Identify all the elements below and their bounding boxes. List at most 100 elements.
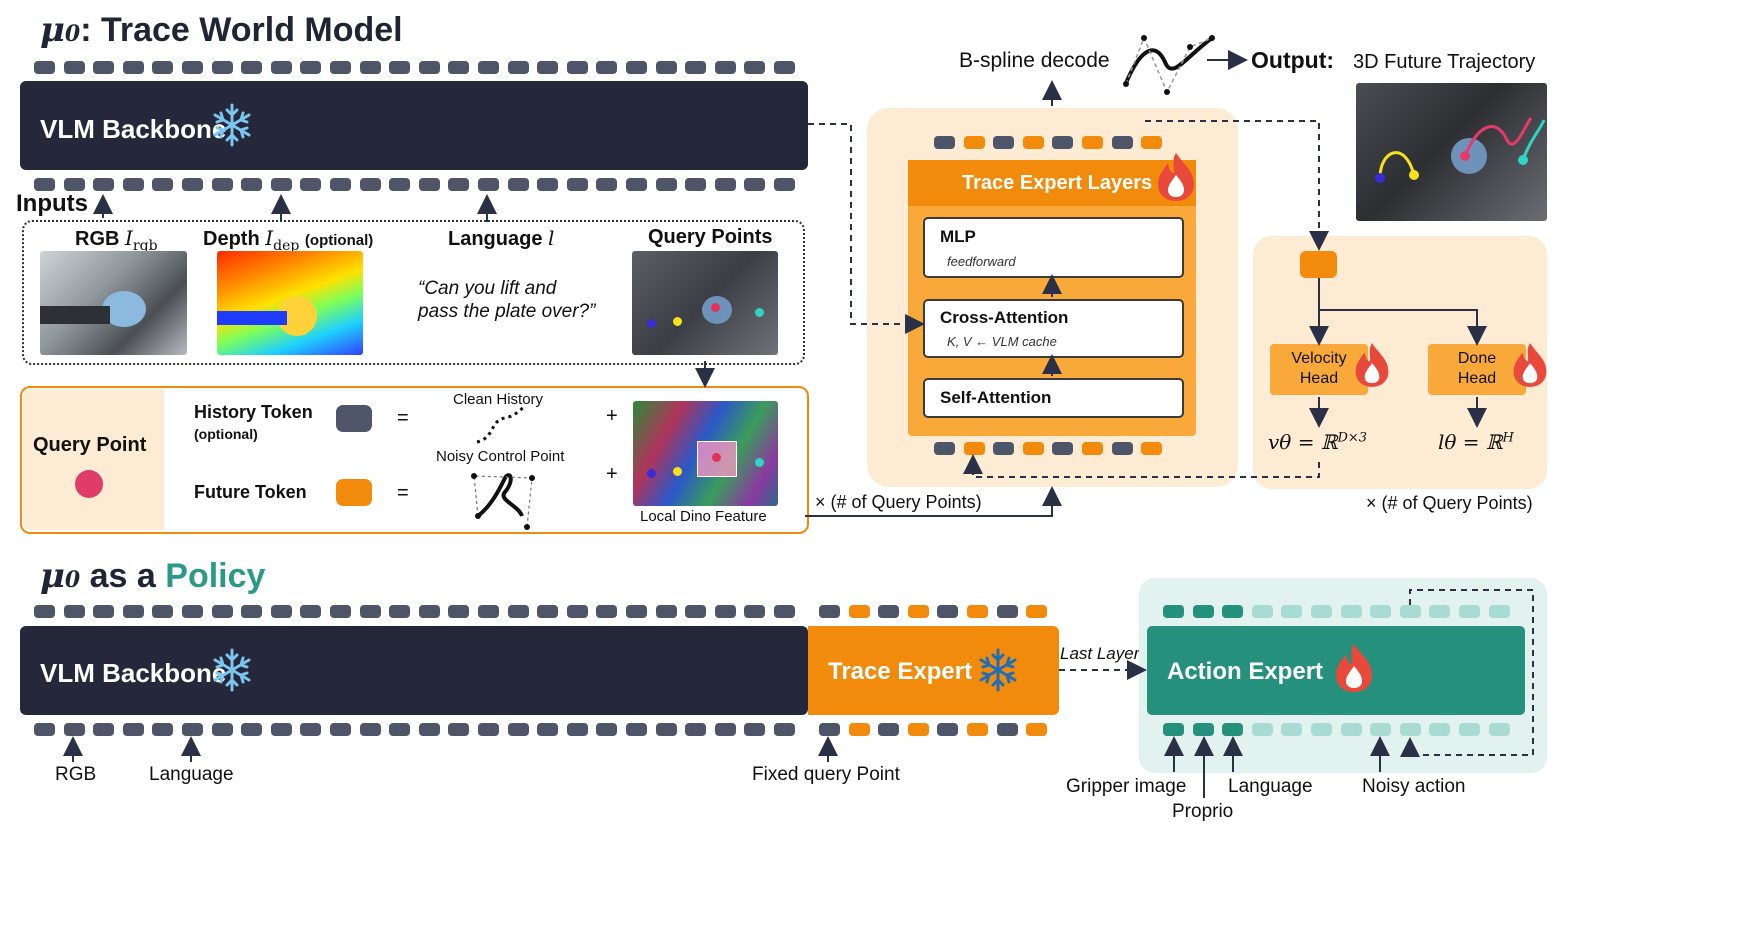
trace-expert-layers-title: Trace Expert Layers bbox=[962, 172, 1153, 194]
token bbox=[1281, 605, 1303, 618]
token bbox=[211, 178, 233, 191]
token bbox=[182, 605, 203, 618]
token bbox=[1399, 723, 1421, 736]
token bbox=[418, 723, 440, 736]
cross-attention-label: Cross-Attention bbox=[940, 308, 1069, 327]
token bbox=[270, 178, 292, 191]
token bbox=[359, 605, 381, 618]
token bbox=[448, 178, 470, 191]
query-points-image bbox=[632, 251, 778, 355]
token bbox=[819, 605, 840, 618]
token bbox=[596, 605, 618, 618]
token bbox=[448, 61, 470, 74]
token bbox=[122, 723, 144, 736]
bspline-curve-icon bbox=[1123, 35, 1215, 95]
done-formula: lθ = ℝH bbox=[1438, 430, 1514, 454]
future-token-label: Future Token bbox=[194, 482, 307, 502]
token bbox=[63, 178, 85, 191]
token bbox=[774, 178, 795, 191]
token bbox=[848, 723, 870, 736]
velocity-formula: vθ = ℝD×3 bbox=[1268, 430, 1368, 454]
token bbox=[507, 178, 529, 191]
fire-icon bbox=[1352, 341, 1392, 394]
token bbox=[655, 61, 677, 74]
history-token-optional: (optional) bbox=[194, 426, 258, 442]
query-point-legend bbox=[20, 386, 809, 534]
plus-sign-2: + bbox=[606, 463, 618, 485]
token bbox=[389, 723, 411, 736]
token bbox=[330, 178, 351, 191]
token bbox=[1026, 723, 1048, 736]
token bbox=[1163, 723, 1184, 736]
rgb-bottom-label: RGB bbox=[55, 764, 97, 785]
token bbox=[1022, 442, 1044, 455]
fire-icon bbox=[1332, 642, 1376, 699]
token bbox=[937, 723, 959, 736]
history-token-swatch bbox=[336, 405, 372, 432]
token bbox=[878, 605, 900, 618]
cross-attention-layer: Cross-Attention K, V ← VLM cache bbox=[923, 299, 1184, 358]
token bbox=[300, 61, 322, 74]
token bbox=[270, 605, 292, 618]
top-title: μ0: Trace World Model bbox=[40, 10, 403, 50]
token bbox=[478, 605, 499, 618]
token bbox=[596, 178, 618, 191]
token bbox=[300, 605, 322, 618]
token bbox=[774, 723, 795, 736]
dino-feature-image bbox=[633, 401, 778, 506]
token bbox=[241, 723, 263, 736]
noisy-control-label: Noisy Control Point bbox=[436, 448, 565, 465]
clean-history-label: Clean History bbox=[453, 391, 544, 408]
token bbox=[685, 178, 707, 191]
query-point-panel bbox=[23, 389, 164, 530]
token bbox=[685, 723, 707, 736]
token bbox=[655, 605, 677, 618]
token bbox=[478, 723, 499, 736]
token bbox=[93, 723, 115, 736]
token bbox=[152, 61, 174, 74]
times-query-points-1: × (# of Query Points) bbox=[815, 492, 982, 512]
noisy-action-label: Noisy action bbox=[1362, 776, 1466, 797]
token bbox=[566, 723, 588, 736]
token bbox=[907, 605, 929, 618]
token bbox=[993, 136, 1015, 149]
token bbox=[626, 723, 647, 736]
token bbox=[819, 723, 840, 736]
token bbox=[714, 178, 736, 191]
token bbox=[1251, 723, 1273, 736]
token bbox=[1222, 605, 1244, 618]
token bbox=[1192, 723, 1214, 736]
token bbox=[389, 605, 411, 618]
token bbox=[418, 61, 440, 74]
token bbox=[848, 605, 870, 618]
token bbox=[1111, 136, 1133, 149]
token bbox=[1141, 136, 1163, 149]
velocity-head-line2: Head bbox=[1299, 370, 1339, 387]
token bbox=[937, 605, 959, 618]
token bbox=[211, 605, 233, 618]
done-head-line2: Head bbox=[1457, 370, 1497, 387]
last-layer-label: Last Layer bbox=[1060, 644, 1140, 663]
language-input-label: Language l bbox=[448, 226, 555, 250]
token bbox=[507, 723, 529, 736]
token bbox=[34, 605, 55, 618]
token bbox=[963, 442, 985, 455]
trajectory-image bbox=[1356, 83, 1547, 221]
token bbox=[330, 61, 351, 74]
bspline-label: B-spline decode bbox=[959, 49, 1110, 72]
inputs-label: Inputs bbox=[16, 190, 88, 217]
token bbox=[93, 178, 115, 191]
token bbox=[1370, 605, 1392, 618]
token bbox=[1429, 723, 1451, 736]
token bbox=[744, 61, 766, 74]
token bbox=[122, 61, 144, 74]
token bbox=[1141, 442, 1163, 455]
token bbox=[1281, 723, 1303, 736]
plus-sign-1: + bbox=[606, 405, 618, 427]
equals-sign-2: = bbox=[397, 482, 409, 504]
token bbox=[993, 442, 1015, 455]
token bbox=[182, 723, 203, 736]
token bbox=[1022, 136, 1044, 149]
token bbox=[996, 723, 1018, 736]
fire-icon bbox=[1154, 151, 1198, 208]
